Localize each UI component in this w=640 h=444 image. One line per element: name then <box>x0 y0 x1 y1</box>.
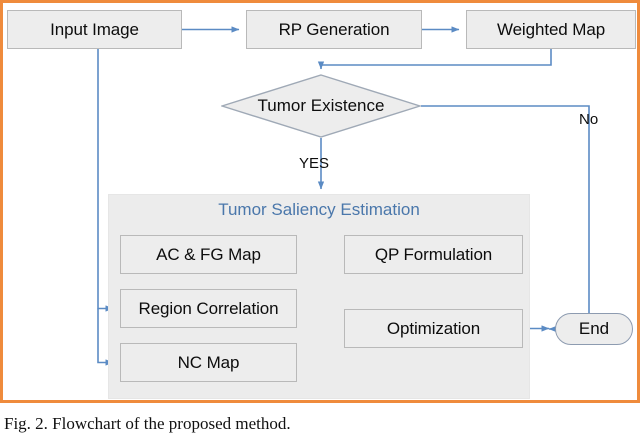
node-end-label: End <box>578 319 610 338</box>
node-qp-formulation[interactable]: QP Formulation <box>344 235 523 274</box>
figure-frame: Tumor Saliency Estimation Input Image RP… <box>0 0 640 403</box>
node-rp-generation[interactable]: RP Generation <box>246 10 422 49</box>
edge-weighted-to-decision <box>317 49 552 70</box>
node-tumor-existence-decision[interactable]: Tumor Existence <box>221 74 421 138</box>
node-ac-fg-map[interactable]: AC & FG Map <box>120 235 297 274</box>
diamond-shape <box>221 74 421 138</box>
node-end[interactable]: End <box>555 313 633 345</box>
node-input-image-label: Input Image <box>50 19 139 39</box>
node-optimization[interactable]: Optimization <box>344 309 523 348</box>
edge-label-yes: YES <box>299 155 330 172</box>
node-optimization-label: Optimization <box>386 318 481 338</box>
node-qp-formulation-label: QP Formulation <box>374 244 493 264</box>
node-input-image[interactable]: Input Image <box>7 10 182 49</box>
node-tumor-existence-label: Tumor Existence <box>257 96 385 115</box>
node-nc-map[interactable]: NC Map <box>120 343 297 382</box>
panel-title: Tumor Saliency Estimation <box>218 200 420 219</box>
node-nc-map-label: NC Map <box>177 352 240 372</box>
node-weighted-map-label: Weighted Map <box>496 19 606 39</box>
node-region-correlation[interactable]: Region Correlation <box>120 289 297 328</box>
edge-label-no: No <box>579 111 599 128</box>
node-weighted-map[interactable]: Weighted Map <box>466 10 636 49</box>
node-rp-generation-label: RP Generation <box>278 19 390 39</box>
node-region-correlation-label: Region Correlation <box>138 298 279 318</box>
node-ac-fg-map-label: AC & FG Map <box>156 244 261 264</box>
figure-caption: Fig. 2. Flowchart of the proposed method… <box>4 414 291 433</box>
